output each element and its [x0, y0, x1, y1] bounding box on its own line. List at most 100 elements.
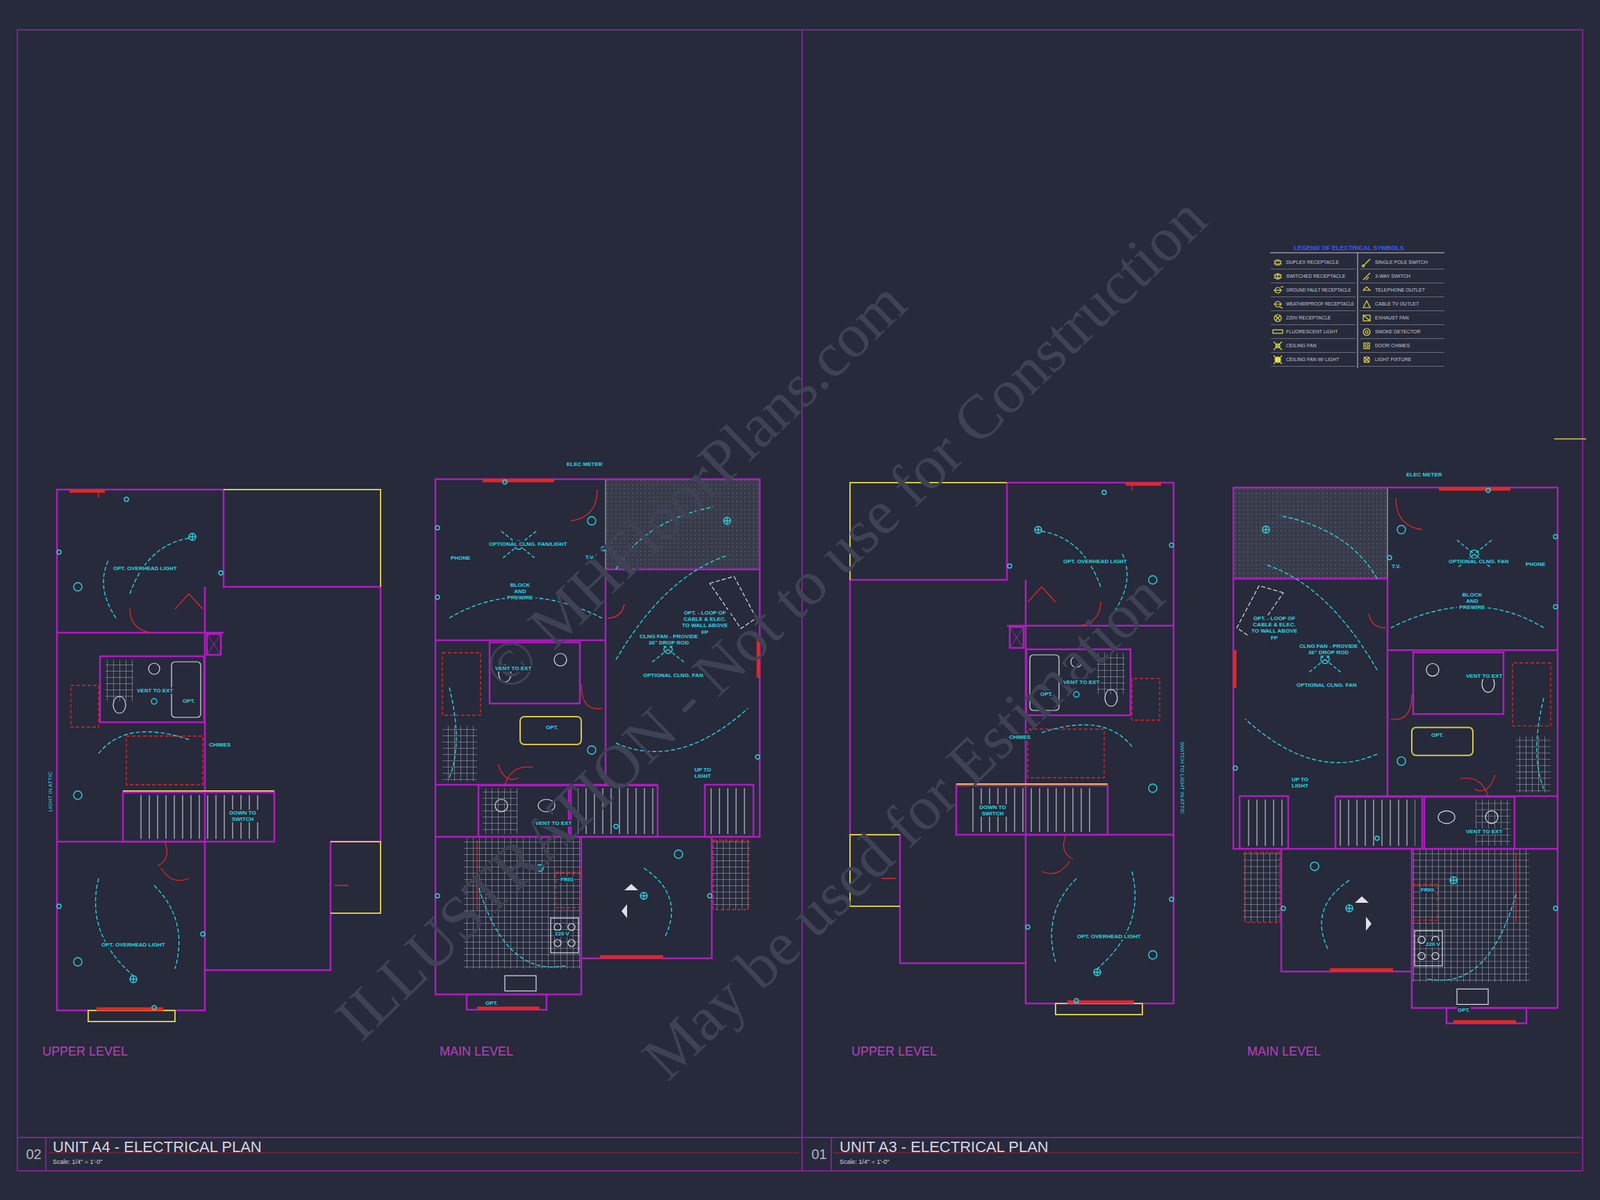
drawing-part	[1273, 273, 1282, 280]
drawing-part	[1280, 286, 1284, 287]
plan-note: CLNG FAN - PROVIDE 36" DROP ROD	[1295, 643, 1362, 656]
legend-text: EXHAUST FAN	[1375, 314, 1410, 321]
legend-text: WEATHERPROOF RECEPTACLE	[1286, 300, 1355, 307]
legend-symbol	[1271, 299, 1285, 310]
plan-note: OPT. OVERHEAD LIGHT	[112, 565, 178, 572]
plan-note: UP TO LIGHT	[690, 766, 715, 780]
legend-title: LEGEND OF ELECTRICAL SYMBOLS	[1293, 244, 1405, 252]
level-label: MAIN LEVEL	[438, 1044, 514, 1060]
legend-text: FLUORESCENT LIGHT	[1286, 328, 1339, 335]
drawing-part	[1363, 356, 1370, 363]
plan-note: DOWN TO SWITCH	[976, 804, 1010, 817]
plan-note: OPT. OVERHEAD LIGHT	[100, 941, 166, 948]
legend-text: GROUND FAULT RECEPTACLE	[1286, 286, 1351, 294]
legend-row: CEILING FAN	[1270, 338, 1356, 353]
plan-note: OPT.	[181, 697, 196, 705]
legend-row: SWITCHED RECEPTACLE	[1270, 269, 1356, 284]
legend-row: 220V RECEPTACLE	[1270, 311, 1356, 325]
plan-note: OPT.	[1430, 731, 1445, 739]
sheet-number: 01	[802, 1137, 836, 1171]
plan-note: OPTIONAL CLNG. FAN	[642, 672, 705, 679]
legend-symbol	[1360, 327, 1373, 337]
plan-note: OPT. OVERHEAD LIGHT	[1062, 558, 1128, 565]
legend-symbol	[1360, 257, 1373, 268]
legend-symbol	[1271, 327, 1285, 337]
legend-frame	[1270, 252, 1445, 369]
plan-note: T.V.	[584, 554, 596, 561]
legend-row: 3-WAY SWITCH	[1359, 269, 1445, 284]
plan-note: SWITCH TO LIGHT IN ATTIC	[1178, 740, 1185, 816]
legend-text: TELEPHONE OUTLET	[1375, 286, 1425, 294]
plan-note: LIGHT IN ATTIC	[47, 770, 54, 813]
legend-row: CABLE TV OUTLET	[1359, 297, 1445, 312]
legend-symbol	[1360, 271, 1373, 282]
drawing-part	[1365, 344, 1369, 348]
drawing-part	[1362, 265, 1365, 268]
unit-a3-main	[1233, 487, 1558, 1024]
drawing-part	[1363, 272, 1371, 280]
plan-note: VENT TO EXT	[534, 820, 573, 827]
legend-row: EXHAUST FAN	[1359, 311, 1445, 325]
level-label: MAIN LEVEL	[1246, 1044, 1322, 1060]
legend-text: SMOKE DETECTOR	[1375, 328, 1421, 335]
drawing-part	[1363, 315, 1371, 321]
plan-note: PHONE	[450, 554, 471, 562]
legend-text: CEILING FAN W/ LIGHT	[1286, 356, 1340, 363]
legend-symbol	[1271, 285, 1285, 296]
legend-symbol	[1271, 354, 1285, 365]
drawing-part	[1275, 356, 1281, 363]
sheet-number-text: 01	[802, 1137, 836, 1171]
legend-row: DOOR CHIMES	[1359, 338, 1445, 353]
drawing-part	[1273, 289, 1282, 291]
scale-text: Scale: 1/4" = 1'-0"	[839, 1158, 889, 1166]
plan-note: OPT.	[545, 724, 560, 731]
legend-symbol	[1360, 354, 1373, 365]
plan-note: OPTIONAL CLNG. FAN	[1447, 558, 1510, 565]
legend-text: CABLE TV OUTLET	[1375, 300, 1419, 307]
drawing-part	[1272, 329, 1283, 334]
plan-note: OPT. - LOOP OF CABLE & ELEC. TO WALL ABO…	[1248, 615, 1300, 641]
legend-row: LIGHT FIXTURE	[1359, 352, 1445, 367]
legend-symbol	[1360, 340, 1373, 351]
plan-note: VENT TO EXT	[1465, 828, 1503, 835]
plan-note: T.V.	[1390, 563, 1402, 570]
drawing-part	[1363, 328, 1371, 336]
title-text: UNIT A4 - ELECTRICAL PLAN	[52, 1138, 262, 1156]
mark-line	[1554, 438, 1587, 440]
drawing-part	[1365, 330, 1369, 334]
plan-note: 220 V	[1425, 940, 1441, 948]
drawing-part	[1275, 343, 1280, 348]
plan-note: VENT TO EXT	[494, 665, 532, 672]
legend-symbol	[1360, 285, 1373, 296]
drawing-part	[1273, 304, 1283, 309]
drawing-part	[1274, 314, 1282, 322]
plan-note: FRIG	[559, 876, 575, 883]
plan-note: OPT. OVERHEAD LIGHT	[1076, 933, 1142, 940]
legend-symbol	[1360, 299, 1373, 310]
legend-row: FLUORESCENT LIGHT	[1270, 325, 1356, 339]
drawing-part	[1363, 259, 1371, 266]
legend-text: 220V RECEPTACLE	[1286, 314, 1331, 321]
plan-note: 220 V	[554, 930, 571, 937]
legend-symbol	[1271, 271, 1285, 282]
drawing-part	[1363, 300, 1371, 308]
legend-symbol	[1271, 340, 1285, 351]
plan-note: OPT.	[484, 1000, 499, 1007]
drawing-part	[17, 29, 1583, 1171]
legend-text: DOOR CHIMES	[1375, 342, 1410, 349]
plan-note: PHONE	[1525, 561, 1546, 568]
legend-symbol	[1360, 313, 1373, 323]
drawing-part	[1357, 252, 1359, 369]
sheet-number-text: 02	[17, 1137, 50, 1171]
plan-note: CLNG FAN - PROVIDE 36" DROP ROD	[636, 633, 702, 646]
plan-note: OPTIONAL CLNG. FAN	[1295, 681, 1358, 689]
level-label: UPPER LEVEL	[41, 1044, 129, 1060]
drawing-part	[1363, 356, 1370, 363]
plan-note: ELEC METER	[565, 461, 604, 468]
plan-note: VENT TO EXT	[1465, 672, 1503, 680]
legend-row: SINGLE POLE SWITCH	[1359, 255, 1445, 270]
title-block: UNIT A3 - ELECTRICAL PLANScale: 1/4" = 1…	[835, 1137, 1580, 1171]
drawing-part	[1363, 343, 1370, 349]
drawing-part	[1273, 355, 1282, 364]
